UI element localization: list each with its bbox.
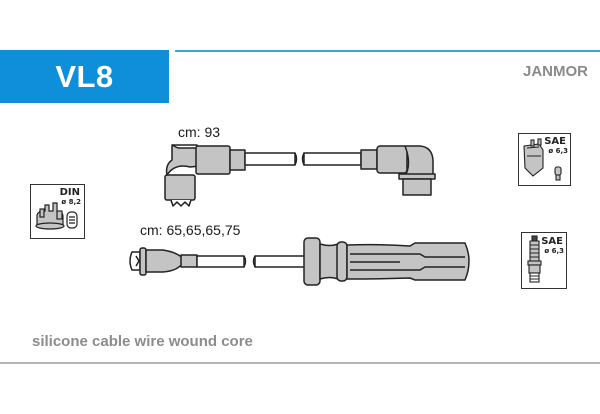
din-diameter: ø 8,2 xyxy=(61,198,81,206)
din-connector-icon: DIN ø 8,2 xyxy=(30,184,85,239)
model-code-badge: VL8 xyxy=(0,50,169,103)
plug-lead-left-boot xyxy=(129,247,198,276)
sae-coil-diameter: ø 6,3 xyxy=(548,147,568,155)
sae-coil-standard: SAE xyxy=(544,136,566,147)
din-standard: DIN xyxy=(59,187,80,198)
header-divider xyxy=(175,50,600,52)
sae-plug-standard: SAE xyxy=(541,236,563,247)
coil-lead-right-boot xyxy=(360,145,436,196)
ignition-coil-icon xyxy=(523,138,562,181)
coil-lead-left-boot xyxy=(164,144,246,207)
distributor-cap-icon xyxy=(35,202,78,230)
plug-lead-wire xyxy=(196,255,306,268)
sae-coil-connector-icon: SAE ø 6,3 xyxy=(518,133,571,186)
coil-lead-length: cm: 93 xyxy=(178,124,221,140)
model-code: VL8 xyxy=(55,58,114,94)
sae-plug-diameter: ø 6,3 xyxy=(544,247,564,255)
plug-lead-right-boot xyxy=(303,237,470,286)
footer-divider xyxy=(0,362,600,364)
plug-leads-length: cm: 65,65,65,75 xyxy=(140,222,241,238)
product-description: silicone cable wire wound core xyxy=(32,333,253,350)
spark-plug-icon xyxy=(527,235,542,283)
brand-name: JANMOR xyxy=(522,63,588,80)
coil-lead-wire xyxy=(244,152,362,166)
sae-spark-plug-icon: SAE ø 6,3 xyxy=(521,232,567,289)
